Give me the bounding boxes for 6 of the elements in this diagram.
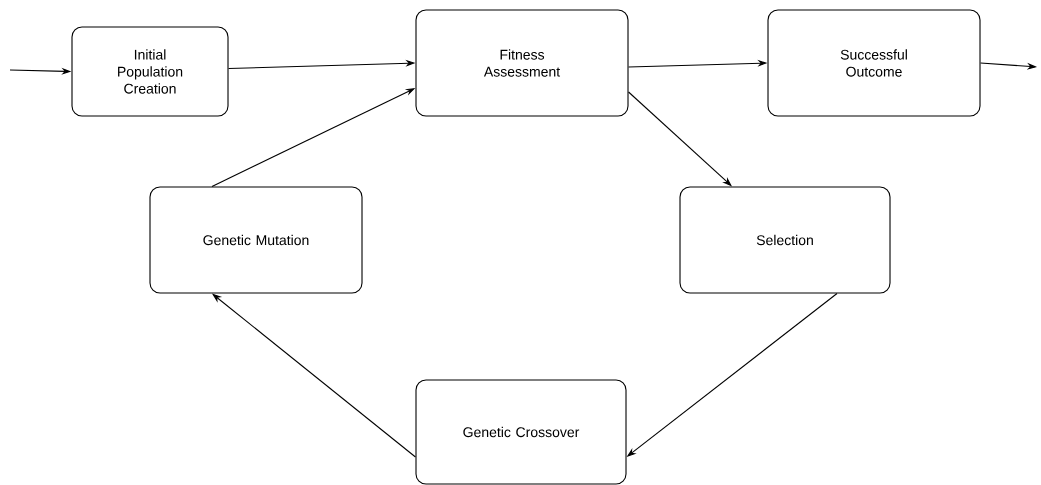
process-box: Genetic Mutation — [149, 186, 363, 294]
process-box: Fitness Assessment — [415, 9, 629, 117]
process-box: Initial Population Creation — [71, 26, 229, 117]
process-box: Genetic Crossover — [415, 379, 627, 485]
process-box: Selection — [679, 186, 891, 294]
process-box: Successful Outcome — [767, 9, 981, 117]
